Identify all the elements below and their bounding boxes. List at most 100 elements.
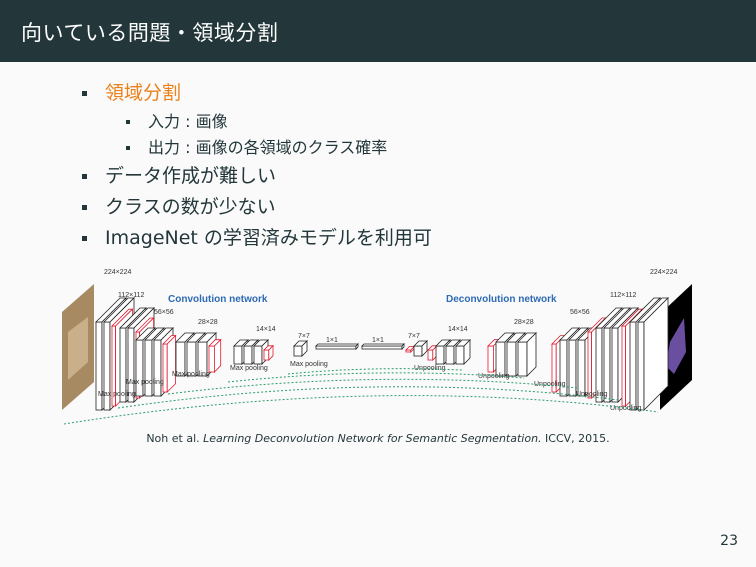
conv-layer-face — [144, 339, 153, 397]
conv-layer-face — [135, 339, 144, 397]
deconv-layer-face — [413, 345, 423, 357]
deconv-layer-face — [445, 345, 455, 365]
fc-layer-side — [355, 343, 359, 350]
deconv-layer-face — [506, 341, 517, 377]
bullet-list: 領域分割 入力 : 画像 出力 : 画像の各領域のクラス確率 データ作成が難しい… — [70, 78, 710, 254]
pooling-layer — [263, 344, 274, 361]
bullet-item: ImageNet の学習済みモデルを利用可 — [70, 223, 710, 254]
pooling-label: Max pooling — [126, 379, 164, 386]
fc-layer-side — [401, 343, 405, 350]
network-diagram: Convolution network Deconvolution networ… — [62, 269, 692, 425]
size-label: 14×14 — [448, 326, 468, 333]
skip-connection-arc — [227, 372, 525, 383]
pooling-layer-side — [213, 338, 222, 373]
size-label: 28×28 — [198, 319, 218, 326]
size-label: 28×28 — [514, 319, 534, 326]
size-label: 7×7 — [408, 333, 420, 340]
size-label: 7×7 — [298, 333, 310, 340]
deconv-layer-face — [435, 345, 445, 365]
conv-layer-face — [253, 345, 263, 365]
pooling-layer-face — [263, 349, 270, 361]
unpooling-label: Unpooling — [610, 405, 642, 412]
unpooling-layer-face — [427, 349, 434, 361]
pooling-layer-side — [166, 334, 176, 393]
unpooling-label: Unpooling — [478, 373, 510, 380]
conv-network-title: Convolution network — [168, 294, 268, 305]
conv-layer-face — [293, 345, 303, 357]
fc-layer-top — [361, 343, 405, 347]
unpooling-label: Unpooling — [414, 365, 446, 372]
unpooling-layer — [405, 345, 416, 353]
caption-venue: ICCV, 2015. — [545, 432, 610, 445]
size-label: 112×112 — [118, 292, 145, 299]
unpooling-layer-face — [487, 345, 494, 373]
bullet-marker — [82, 91, 87, 96]
caption-paper-title: Learning Deconvolution Network for Seman… — [203, 432, 542, 445]
sub-bullet-marker — [126, 146, 130, 150]
fc-layer-top — [315, 343, 359, 347]
unpooling-label: Unpooling — [534, 381, 566, 388]
sub-bullet-marker — [126, 120, 130, 124]
caption-authors: Noh et al. — [146, 432, 200, 445]
output-segment — [666, 318, 686, 374]
bullet-item: クラスの数が少ない — [70, 192, 710, 223]
page-number: 23 — [720, 533, 738, 549]
size-label: 112×112 — [610, 292, 637, 299]
deconv-network-title: Deconvolution network — [446, 294, 557, 305]
deconv-layer-side — [643, 297, 669, 411]
size-label: 1×1 — [326, 337, 338, 344]
layer-group — [95, 297, 669, 411]
bullet-marker — [82, 205, 87, 210]
fc-layer — [361, 343, 405, 350]
unpooling-layer-face — [621, 325, 626, 407]
input-image-detail — [68, 317, 88, 380]
sub-bullet-text: 入力 : 画像 — [148, 112, 228, 131]
fc-layer — [315, 343, 359, 350]
deconv-layer-side — [421, 340, 428, 357]
pooling-label: Max pooling — [230, 365, 268, 372]
skip-connection-arc — [167, 378, 579, 395]
skip-connection-arc — [117, 386, 619, 409]
sub-bullet-item: 入力 : 画像 — [70, 109, 710, 135]
deconv-layer — [637, 297, 669, 411]
conv-layer — [293, 340, 308, 357]
deconv-layer — [455, 339, 471, 365]
size-label: 224×224 — [104, 269, 132, 276]
sub-bullet-text: 出力 : 画像の各領域のクラス確率 — [148, 138, 388, 157]
bullet-item: データ作成が難しい — [70, 161, 710, 192]
unpooling-label: Unpooling — [576, 391, 608, 398]
fc-layer-face — [361, 345, 403, 350]
bullet-item: 領域分割 — [70, 78, 710, 109]
pooling-label: Max pooling — [172, 371, 210, 378]
deconv-layer-face — [629, 321, 637, 411]
unpooling-layer-face — [587, 331, 592, 399]
deconv-layer — [413, 340, 428, 357]
pooling-layer — [208, 338, 222, 373]
size-label: 224×224 — [650, 269, 678, 276]
deconv-layer-side — [526, 332, 537, 377]
deconv-layer-side — [463, 339, 471, 365]
deconv-layer-face — [577, 339, 586, 397]
conv-layer-face — [153, 339, 162, 397]
deconv-layer-face — [611, 327, 619, 403]
bullet-marker — [82, 174, 87, 179]
conv-layer-face — [233, 345, 243, 365]
bullet-text: データ作成が難しい — [105, 165, 277, 187]
size-label: 1×1 — [372, 337, 384, 344]
deconv-layer-face — [637, 321, 645, 411]
pooling-label: Max pooling — [98, 391, 136, 398]
deconv-layer-face — [455, 345, 465, 365]
bullet-marker — [82, 236, 87, 241]
deconv-layer-face — [495, 341, 506, 377]
pooling-layer — [162, 334, 177, 393]
pooling-label: Max pooling — [290, 361, 328, 368]
slide-title: 向いている問題・領域分割 — [21, 21, 279, 45]
size-label: 14×14 — [256, 326, 276, 333]
bullet-text: 領域分割 — [105, 82, 182, 104]
skip-connection-arc — [63, 395, 659, 425]
pooling-layer-face — [208, 345, 215, 373]
fc-layer-face — [315, 345, 357, 350]
sub-bullet-item: 出力 : 画像の各領域のクラス確率 — [70, 135, 710, 161]
size-label: 56×56 — [154, 309, 174, 316]
